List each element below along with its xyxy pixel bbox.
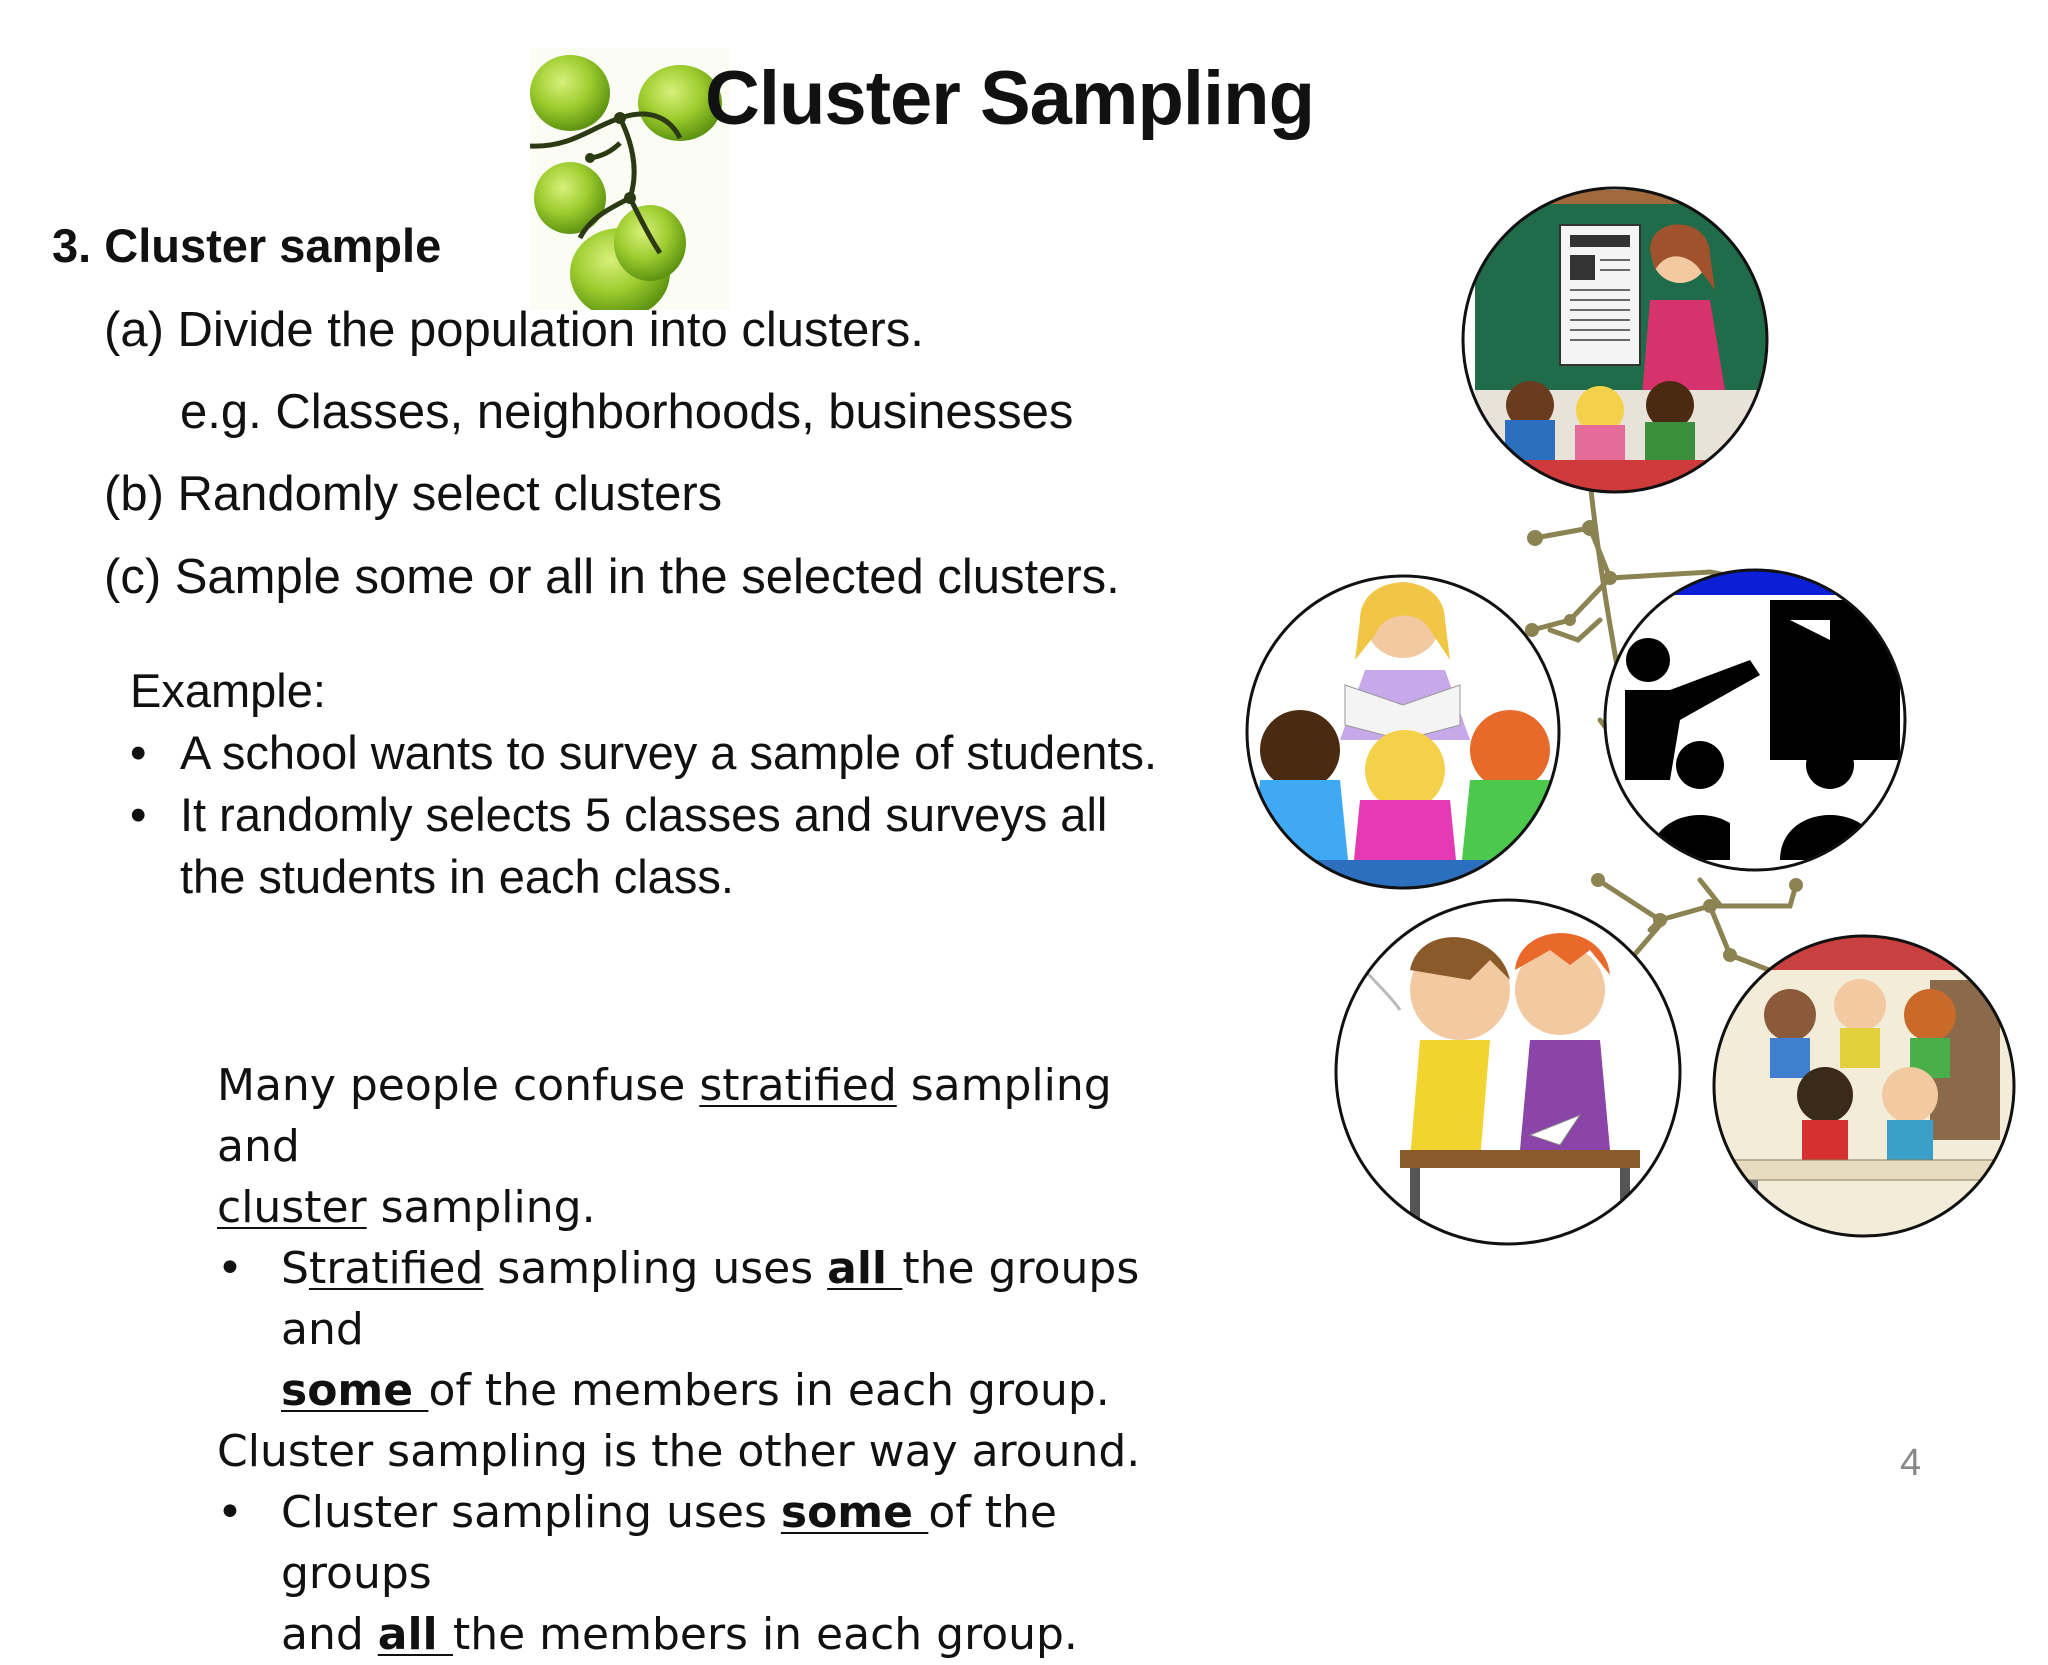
cluster-diagram	[1245, 186, 2016, 1246]
example-block: Example: •A school wants to survey a sam…	[130, 660, 1170, 908]
classroom-teacher-newspaper-icon	[1461, 186, 1769, 494]
note-bullet-cluster: •Cluster sampling uses some of the group…	[217, 1482, 1197, 1665]
grape-branch-icon	[530, 48, 730, 310]
slide-title: Cluster Sampling	[705, 56, 1315, 141]
step-example-list: e.g. Classes, neighborhoods, businesses	[180, 385, 1074, 439]
note-intro: Many people confuse stratified sampling …	[217, 1060, 1112, 1233]
example-bullet: •A school wants to survey a sample of st…	[130, 722, 1170, 784]
reading-circle-icon	[1245, 574, 1561, 890]
section-heading: 3. Cluster sample	[52, 219, 442, 272]
bullet-icon: •	[217, 1487, 243, 1538]
example-heading: Example:	[130, 664, 326, 717]
page-number: 4	[1900, 1442, 1922, 1484]
branch-nodes	[1525, 520, 1803, 971]
students-desk-icon	[1334, 898, 1682, 1246]
step-b: (b) Randomly select clusters	[104, 467, 723, 521]
teacher-presentation-icon	[1603, 568, 1907, 872]
bullet-icon: •	[217, 1243, 243, 1294]
step-a: (a) Divide the population into clusters.	[104, 303, 924, 357]
step-c: (c) Sample some or all in the selected c…	[104, 550, 1120, 604]
classroom-students-icon	[1712, 934, 2016, 1238]
comparison-note: Many people confuse stratified sampling …	[217, 1055, 1197, 1665]
note-middle: Cluster sampling is the other way around…	[217, 1426, 1141, 1477]
note-bullet-stratified: •Stratified sampling uses all the groups…	[217, 1238, 1197, 1421]
bullet-icon: •	[130, 726, 147, 779]
bullet-icon: •	[130, 788, 147, 841]
example-bullet: •It randomly selects 5 classes and surve…	[130, 784, 1170, 908]
